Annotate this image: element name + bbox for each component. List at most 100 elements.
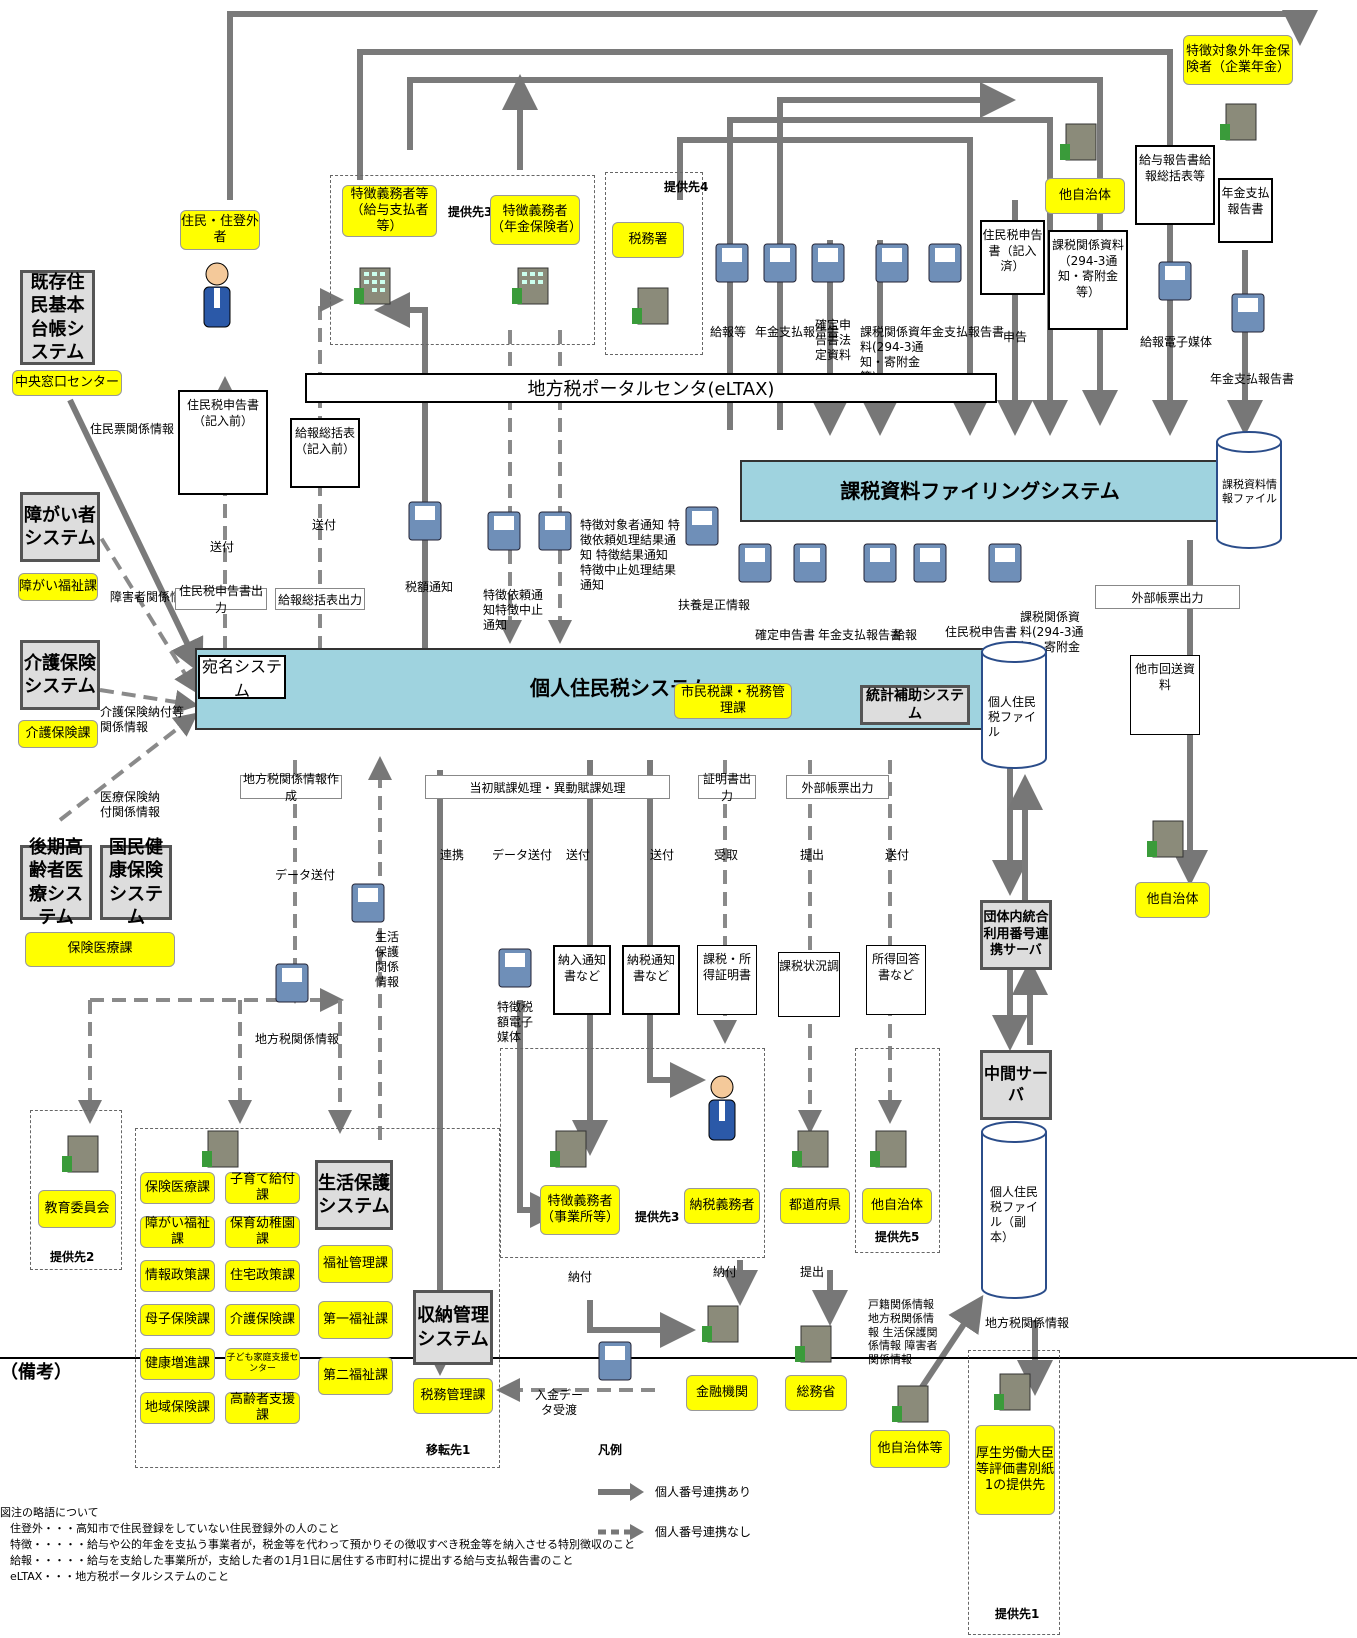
pay2-label: 納付 [713,1265,737,1280]
system-label: 生活保護システム [318,1172,390,1219]
dept-label: 市民税課・税務管理課 [675,685,791,718]
building-icon [200,1125,242,1173]
request-notice-label: 特徴依頼通知特徴中止通知 [483,588,543,633]
tokucho-pension-entity: 特徴義務者（年金保険者） [490,195,580,245]
non-target-pension-entity: 特徴対象外年金保険者（企業年金） [1183,35,1293,85]
local-tax-rel-label: 地方税関係情報 [255,1032,339,1047]
resident-form-filled-doc: 住民税申告書（記入済） [980,220,1045,295]
media-disk-icon [872,240,912,290]
dept-cell: 母子保険課 [140,1304,215,1336]
entity-label: 他自治体等 [877,1441,942,1457]
building-icon [890,1380,932,1428]
tokucho-notices-label: 特徴対象者通知 特徴依頼処理結果通知 特徴結果通知 特徴中止処理結果通知 [580,518,680,593]
abbr-item: eLTAX・・・地方税ポータルシステムのこと [0,1569,635,1585]
dept-label: 介護保険課 [25,726,90,742]
late-elderly-system: 後期高齢者医療システム [20,845,92,920]
salary-summary-before-doc: 給報総括表（記入前） [290,418,360,488]
payment-notice-doc: 納入通知書など [553,945,611,1015]
provider2-label: 提供先2 [50,1250,94,1265]
dept-cell: 子育て給付課 [225,1172,300,1204]
summary-out-box: 給報総括表出力 [275,588,365,610]
send4-label: 送付 [650,848,674,863]
abbr-item: 住登外・・・高知市で住民登録をしていない住民登録外の人のこと [0,1521,635,1537]
dept-cell: 第一福祉課 [318,1301,393,1339]
system-label: 介護保険システム [23,652,97,699]
entity-label: 総務省 [796,1385,835,1401]
welfare-dept-list: 福祉管理課 第一福祉課 第二福祉課 [318,1245,393,1395]
final-return2-label: 確定申告書 [755,628,815,643]
media-disk-icon [712,240,752,290]
tokucho-media-label: 特徴税額電子媒体 [497,1000,539,1045]
initial-process-box: 当初賦課処理・異動賦課処理 [425,775,670,799]
media-disk-icon [495,945,535,995]
provider5-label: 提供先5 [875,1230,919,1245]
dept-cell: 介護保険課 [225,1304,300,1336]
entity-label: 納税義務者 [689,1198,754,1214]
legend-title: 凡例 [598,1443,622,1458]
dept-cell: 障がい福祉課 [140,1216,215,1248]
salary-etc-label: 給報等 [710,325,746,340]
prefecture-entity: 都道府県 [780,1188,850,1224]
care-rel-label: 介護保険納付等関係情報 [100,705,190,735]
tax-notice-label: 税額通知 [405,580,453,595]
central-window-dept: 中央窓口センター [12,370,122,396]
taxpayer-entity: 納税義務者 [684,1188,760,1224]
eltax-bar: 地方税ポータルセンタ(eLTAX) [305,373,997,403]
salary-label: 給報 [893,628,917,643]
building-icon [790,1125,832,1173]
media-disk-icon [682,503,722,553]
intermediate-server: 中間サーバ [980,1050,1052,1120]
entity-label: 税務署 [628,232,667,248]
submit2-label: 提出 [800,1265,824,1280]
dept-cell: 高齢者支援課 [225,1392,300,1424]
dept-cell: 地域保険課 [140,1392,215,1424]
building-icon [992,1368,1034,1416]
media-disk-icon [348,880,388,930]
entity-label: 住民・住登外者 [181,214,259,247]
media-disk-icon [925,240,965,290]
building-icon [1145,815,1187,863]
insurance-medical-dept: 保険医療課 [25,932,175,967]
abbr-item: 特徴・・・・・給与や公的年金を支払う事業者が，税金等を代わって預かりその徴収すべ… [0,1537,635,1553]
entity-label: 教育委員会 [44,1201,109,1217]
care-insurance-dept: 介護保険課 [18,720,98,748]
indiv-file-copy-label: 個人住民税ファイル（副本） [990,1185,1040,1245]
submit-label: 提出 [800,848,824,863]
resident-form2-label: 住民税申告書 [945,625,1017,640]
solid-arrow-icon [598,1482,646,1502]
building-icon [793,1320,835,1368]
dept-label: 中央窓口センター [15,375,119,391]
tokucho-office-entity: 特徴義務者（事業所等） [540,1185,620,1235]
entity-label: 特徴義務者等（給与支払者等） [343,187,436,236]
entity-label: 他自治体 [871,1198,923,1214]
dependent-fix-label: 扶養是正情報 [678,598,750,613]
entity-label: 他自治体 [1146,892,1198,908]
family-rel-label: 戸籍関係情報 地方税関係情報 生活保護関係情報 障害者関係情報 [868,1298,940,1367]
dept-cell: 健康増進課 [140,1348,215,1380]
building-icon [510,262,552,310]
ext-form-out2-box: 外部帳票出力 [786,775,889,799]
person-icon [705,1075,739,1145]
entity-label: 特徴義務者（年金保険者） [491,204,579,237]
system-label: 収納管理システム [416,1304,490,1351]
integrated-server: 団体内統合利用番号連携サーバ [980,900,1052,970]
media-disk-icon [405,498,445,548]
entity-label: 都道府県 [789,1198,841,1214]
pay1-label: 納付 [568,1270,592,1285]
final-return-label: 確定申告書法定資料 [815,318,860,363]
livelihood-rel-label: 生活保護関係情報 [375,930,405,990]
other-lg-entity: 他自治体 [1045,178,1125,214]
send5-label: 送付 [885,848,909,863]
tax-office-entity: 税務署 [612,222,684,258]
disability-system: 障がい者システム [20,492,100,562]
resident-entity: 住民・住登外者 [180,210,260,250]
dept-cell: 情報政策課 [140,1260,215,1292]
building-icon [700,1300,742,1348]
eltax-label: 地方税ポータルセンタ(eLTAX) [528,375,775,401]
link-label: 連携 [440,848,464,863]
system-label: 宛名システム [200,653,284,701]
tax-cert-doc: 課税・所得証明書 [697,945,757,1015]
income-reply-doc: 所得回答書など [866,945,926,1015]
deposit-label: 入金データ受渡 [535,1388,583,1418]
dept-cell: 子ども家庭支援センター [225,1348,300,1380]
